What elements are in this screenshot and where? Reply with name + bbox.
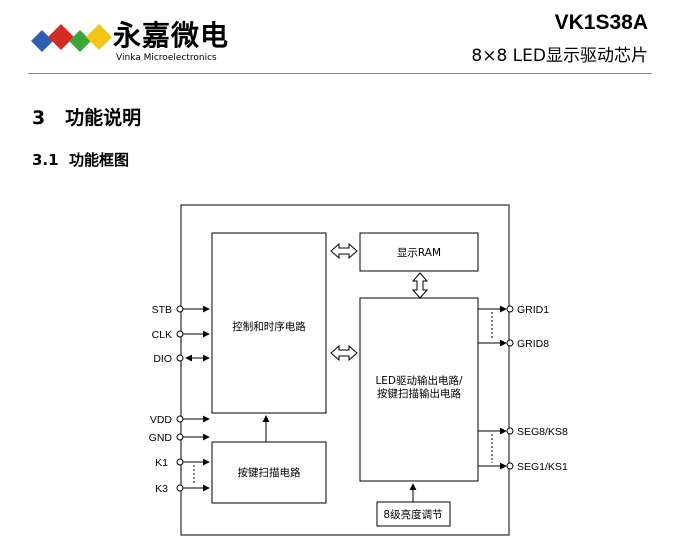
chip-model: VK1S38A (554, 11, 648, 34)
display-ram-block (359, 232, 479, 272)
pin-k3-label: K3 (155, 483, 168, 495)
double-arrow-vertical-icon (411, 272, 429, 299)
pin-stb: STB (152, 304, 210, 316)
key-scan-label: 按键扫描电路 (238, 466, 301, 479)
vinka-logo-icon (31, 24, 112, 52)
pin-gnd-label: GND (149, 432, 173, 444)
led-driver-label-2: 按键扫描输出电路 (377, 387, 461, 400)
brand-name-en: Vinka Microelectronics (116, 53, 217, 63)
pin-grid1: GRID1 (478, 304, 549, 316)
pin-grid8: GRID8 (478, 338, 549, 350)
pin-dio-label: DIO (153, 353, 172, 365)
logo-diamond-blue (31, 30, 53, 52)
subsection-title: 3.1 功能框图 (32, 151, 130, 169)
double-arrow-icon (330, 242, 358, 260)
pin-seg1: SEG1/KS1 (478, 461, 568, 473)
logo-diamond-green (69, 30, 91, 52)
section-title: 3 功能说明 (32, 107, 142, 129)
control-timing-label: 控制和时序电路 (232, 320, 306, 333)
display-ram-label: 显示RAM (397, 247, 441, 259)
logo-diamond-red (48, 24, 74, 50)
double-arrow-icon (330, 344, 358, 362)
chip-subtitle: 8×8 LED显示驱动芯片 (471, 46, 648, 66)
pin-vdd-label: VDD (150, 414, 173, 426)
pin-k3: K3 (155, 483, 210, 495)
led-driver-label-1: LED驱动输出电路/ (375, 374, 463, 387)
pin-seg8: SEG8/KS8 (478, 426, 568, 438)
pin-dio: DIO (153, 353, 210, 365)
brand-name-cn: 永嘉微电 (113, 19, 230, 52)
pin-vdd: VDD (150, 414, 210, 426)
pin-gnd: GND (149, 432, 210, 444)
header-divider (28, 73, 652, 74)
pin-seg1-label: SEG1/KS1 (517, 461, 568, 473)
pin-clk: CLK (152, 329, 210, 341)
pin-seg8-label: SEG8/KS8 (517, 426, 568, 438)
control-timing-block (211, 232, 327, 414)
pin-k1-label: K1 (155, 457, 168, 469)
chip-outline (180, 204, 510, 536)
pin-clk-label: CLK (152, 329, 172, 341)
led-driver-block (359, 297, 479, 482)
logo-diamond-yellow (86, 24, 112, 50)
pin-grid1-label: GRID1 (517, 304, 549, 316)
key-scan-block (211, 441, 327, 504)
brightness-label: 8级亮度调节 (383, 508, 442, 521)
pin-grid8-label: GRID8 (517, 338, 549, 350)
pin-stb-label: STB (152, 304, 172, 316)
pin-k1: K1 (155, 457, 210, 469)
